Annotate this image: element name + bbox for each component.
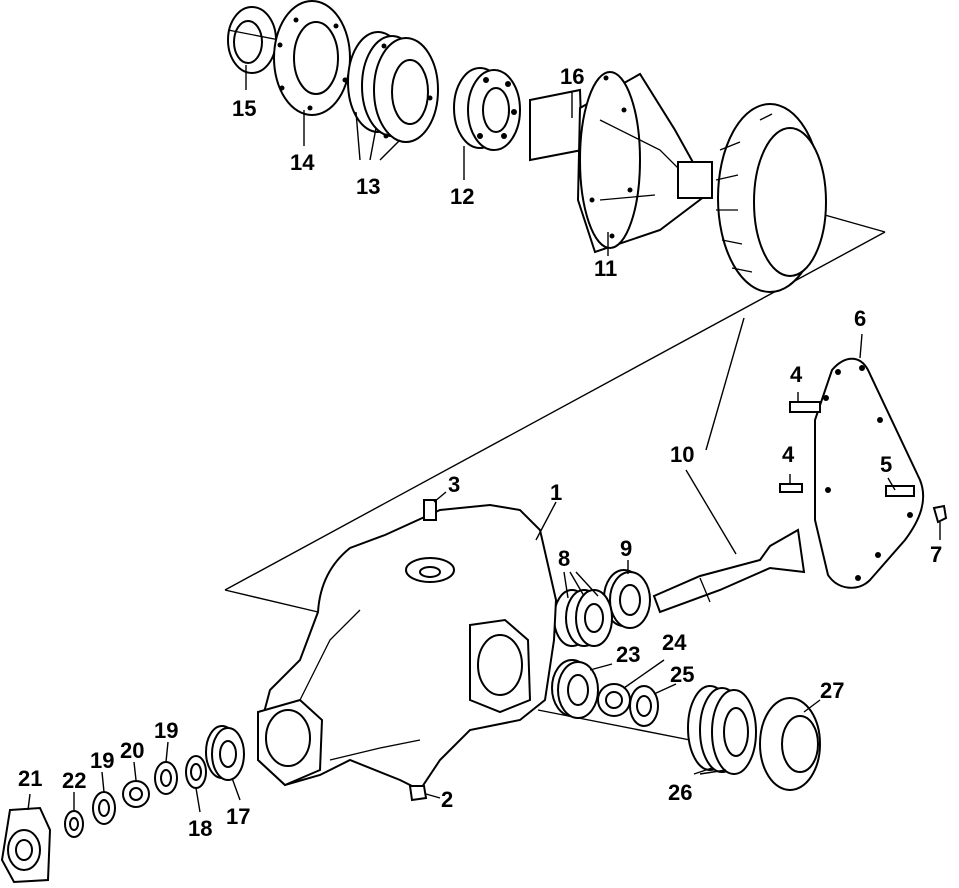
callout-23: 23 xyxy=(616,642,640,667)
callout-27: 27 xyxy=(820,678,844,703)
part-17-bearing xyxy=(205,725,245,781)
callout-9: 9 xyxy=(620,536,632,561)
callout-17: 17 xyxy=(226,804,250,829)
part-26-shims xyxy=(687,685,757,775)
callout-11: 11 xyxy=(594,256,617,281)
callout-18: 18 xyxy=(188,816,212,841)
callout-1: 1 xyxy=(550,480,562,505)
callout-12: 12 xyxy=(450,184,474,209)
callout-25: 25 xyxy=(670,662,694,687)
callout-26: 26 xyxy=(668,780,692,805)
part-4-stud xyxy=(779,401,821,493)
part-13-adjusting-shims xyxy=(347,31,439,143)
callout-20: 20 xyxy=(120,738,144,763)
callout-2: 2 xyxy=(441,787,453,812)
callout-5: 5 xyxy=(880,452,892,477)
leader-lines xyxy=(27,65,941,813)
part-5-stud xyxy=(885,485,915,497)
part-23-bearing xyxy=(551,659,599,719)
callout-24: 24 xyxy=(662,630,687,655)
callout-22: 22 xyxy=(62,768,86,793)
callouts: 1 2 3 4 4 5 6 7 8 9 10 11 12 13 14 15 16… xyxy=(18,64,942,841)
part-18-washer xyxy=(185,755,207,789)
part-12-roller-bearing xyxy=(453,67,521,151)
part-11-differential-case xyxy=(529,71,713,254)
part-21-flange xyxy=(0,806,52,884)
part-2-drain-plug xyxy=(408,785,428,802)
callout-3: 3 xyxy=(448,472,460,497)
part-14-bearing-cover xyxy=(273,0,351,116)
callout-21: 21 xyxy=(18,766,42,791)
part-9-bearing xyxy=(603,569,651,629)
callout-7: 7 xyxy=(930,542,942,567)
callout-10: 10 xyxy=(670,442,694,467)
part-ring-gear xyxy=(715,103,827,293)
callout-4b: 4 xyxy=(782,442,795,467)
callout-19a: 19 xyxy=(154,718,178,743)
callout-6: 6 xyxy=(854,306,866,331)
part-27-bearing-cover xyxy=(759,697,821,791)
part-1-housing xyxy=(256,503,558,792)
part-3-breather xyxy=(423,499,437,521)
part-8-shims xyxy=(553,589,613,647)
callout-16: 16 xyxy=(560,64,584,89)
callout-14: 14 xyxy=(290,150,315,175)
callout-8: 8 xyxy=(558,546,570,571)
callout-4a: 4 xyxy=(790,362,803,387)
part-25-nut xyxy=(629,685,659,727)
callout-19b: 19 xyxy=(90,748,114,773)
part-6-cover-plate xyxy=(814,357,925,589)
part-22-seal xyxy=(64,810,84,838)
callout-15: 15 xyxy=(232,96,256,121)
part-10-drive-pinion xyxy=(652,528,806,614)
part-24-lock-washer xyxy=(597,683,631,717)
part-20-lock-washer xyxy=(122,780,150,808)
part-7-plug xyxy=(932,504,948,524)
callout-13: 13 xyxy=(356,174,380,199)
